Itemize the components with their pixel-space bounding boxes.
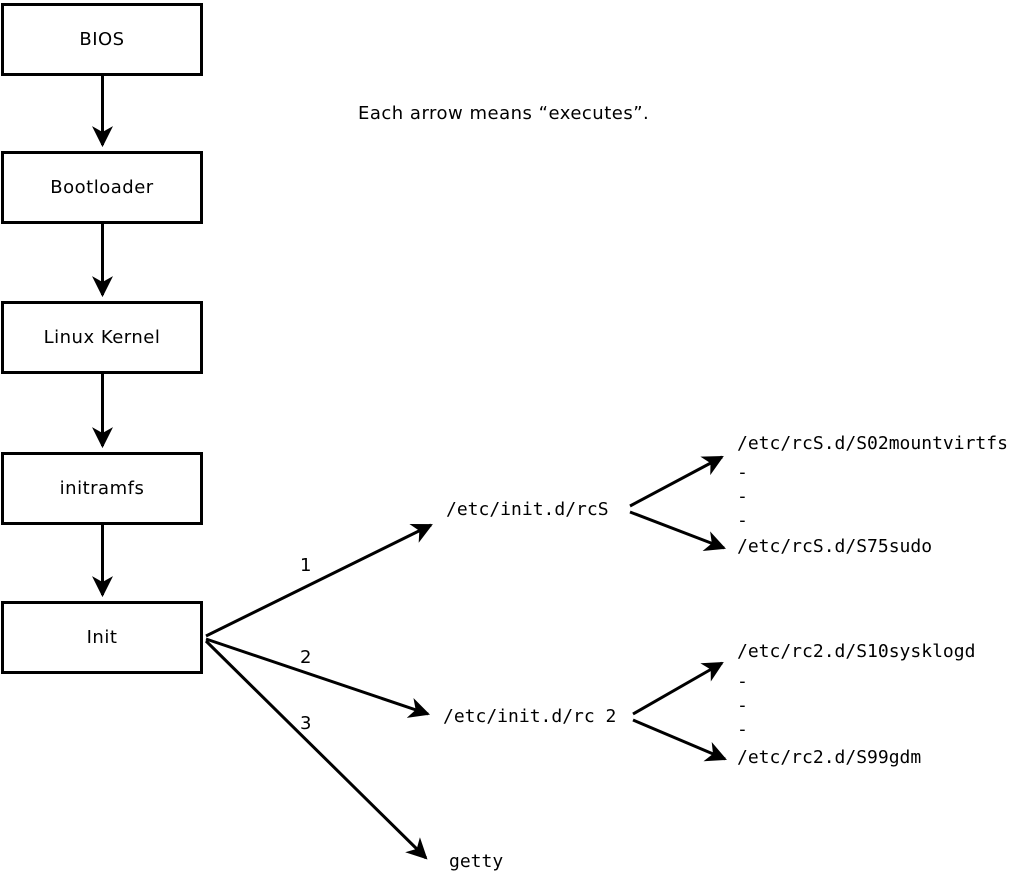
- box-init: Init: [1, 601, 203, 674]
- rcS-ellipsis-dash-3: -: [737, 510, 748, 531]
- target-getty: getty: [449, 851, 504, 872]
- arrow-rcS-to-s02mountvirtfs-icon: [629, 455, 724, 508]
- rc2-ellipsis-dash-3: -: [737, 719, 748, 740]
- box-bios-label: BIOS: [79, 29, 125, 50]
- rc2-script-s10sysklogd: /etc/rc2.d/S10sysklogd: [737, 641, 976, 662]
- rc2-ellipsis-dash-2: -: [737, 695, 748, 716]
- box-initramfs-label: initramfs: [59, 478, 145, 499]
- rcS-ellipsis-dash-2: -: [737, 486, 748, 507]
- arrow-init-to-rc2-icon: [205, 637, 430, 718]
- legend-note: Each arrow means “executes”.: [358, 103, 650, 124]
- arrow-rc2-to-s99gdm-icon: [632, 718, 727, 762]
- box-bootloader: Bootloader: [1, 151, 203, 224]
- arrow-order-label-3: 3: [300, 713, 312, 734]
- rc2-script-s99gdm: /etc/rc2.d/S99gdm: [737, 747, 922, 768]
- arrow-order-label-1: 1: [300, 555, 312, 576]
- arrow-order-label-2: 2: [300, 647, 312, 668]
- box-initramfs: initramfs: [1, 452, 203, 525]
- rc2-ellipsis-dash-1: -: [737, 671, 748, 692]
- box-init-label: Init: [86, 627, 118, 648]
- arrow-init-to-getty-icon: [204, 639, 428, 860]
- target-etc-init-d-rcS: /etc/init.d/rcS: [446, 499, 609, 520]
- box-bootloader-label: Bootloader: [50, 177, 154, 198]
- arrow-rcS-to-s75sudo-icon: [629, 510, 726, 552]
- box-bios: BIOS: [1, 3, 203, 76]
- target-etc-init-d-rc2: /etc/init.d/rc 2: [443, 706, 617, 727]
- arrow-rc2-to-s10sysklogd-icon: [632, 661, 724, 716]
- rcS-script-s02mountvirtfs: /etc/rcS.d/S02mountvirtfs: [737, 433, 1008, 454]
- box-linux-kernel: Linux Kernel: [1, 301, 203, 374]
- rcS-script-s75sudo: /etc/rcS.d/S75sudo: [737, 536, 933, 557]
- box-linux-kernel-label: Linux Kernel: [43, 327, 161, 348]
- arrow-init-to-rcS-icon: [205, 523, 433, 638]
- rcS-ellipsis-dash-1: -: [737, 462, 748, 483]
